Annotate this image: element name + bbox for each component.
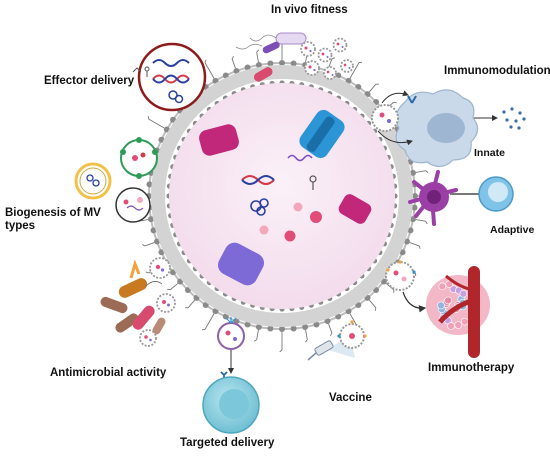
arrow-to-tumor [403,292,425,308]
label-vaccine: Vaccine [329,392,372,405]
immunomodulation-vesicle [372,105,398,131]
label-biogenesis-line1: Biogenesis of MV [5,207,101,220]
cargo-dot [260,226,269,235]
cytokine-dots [502,107,525,129]
tumor-blood-vessel [426,272,490,352]
label-adaptive: Adaptive [490,224,534,237]
label-antimicrobial-activity: Antimicrobial activity [50,367,166,380]
vesicle-lumen [169,83,395,309]
label-immunomodulation: Immunomodulation [444,65,550,78]
vaccine-vesicle [337,320,366,348]
cargo-dot [285,231,296,242]
label-targeted-delivery: Targeted delivery [180,437,274,450]
cargo-dot [310,211,322,223]
effector-delivery-vesicle [133,44,205,110]
label-effector-delivery: Effector delivery [44,75,134,88]
label-in-vivo-fitness: In vivo fitness [271,4,348,17]
in-vivo-fitness-vesicles [301,39,353,80]
cargo-dot [294,203,303,212]
label-immunotherapy: Immunotherapy [428,362,514,375]
t-cell [479,177,513,211]
macrophage-cell [396,90,477,167]
label-biogenesis-line2: types [5,220,35,233]
label-innate: Innate [474,147,505,160]
arrow-to-macrophage [382,93,408,103]
target-cell [203,372,259,433]
